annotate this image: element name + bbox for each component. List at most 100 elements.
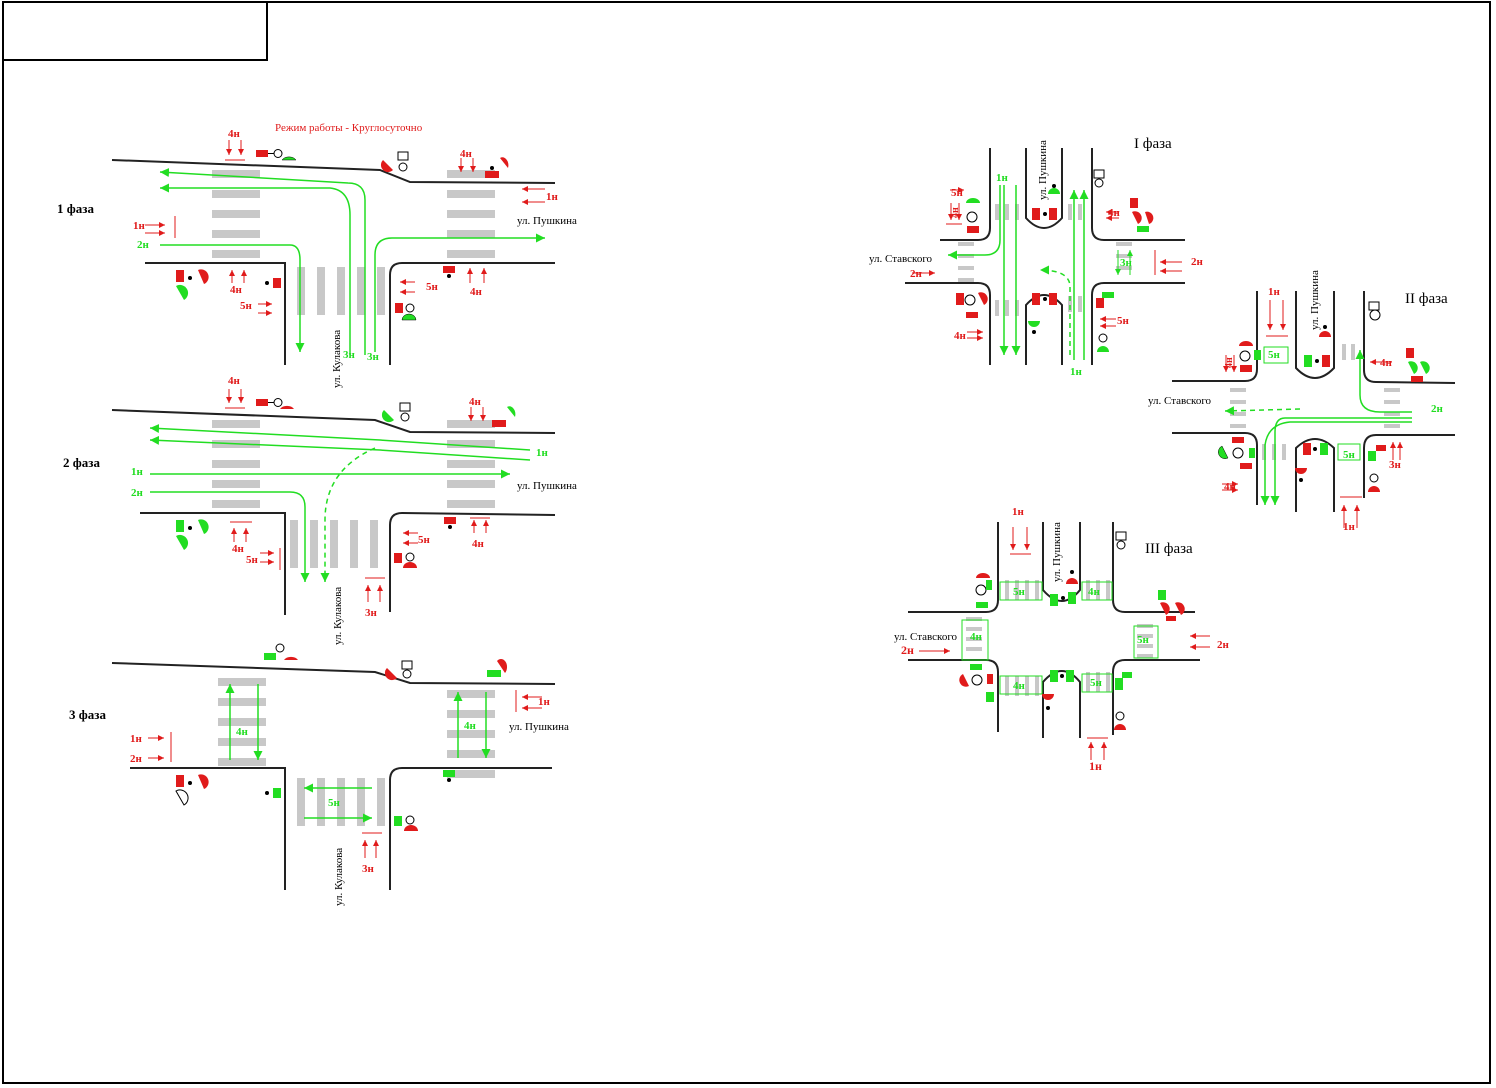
traffic-light-icon [1303, 443, 1311, 455]
traffic-light-icon [1032, 208, 1040, 220]
flow-label: 2н [1191, 256, 1204, 268]
pedestrian-light-icon [280, 405, 294, 409]
flow-label: 5н [951, 187, 964, 199]
traffic-light-icon [970, 664, 982, 670]
phase-label: III фаза [1145, 541, 1193, 557]
traffic-light-icon [1122, 672, 1132, 678]
phase-label: 3 фаза [69, 707, 106, 722]
traffic-light-icon [395, 303, 403, 313]
traffic-light-icon [255, 398, 283, 407]
phase-2-scheme: 2 фаза 4н 4н 1н 1н 2н 4н 5н 5н 4н 3н ул.… [63, 375, 577, 645]
traffic-light-icon [380, 160, 393, 173]
flow-label: 1н [1268, 286, 1281, 298]
flow-label: 1н [1089, 759, 1102, 773]
flow-label: 5н [1268, 349, 1281, 361]
traffic-light-icon [176, 775, 184, 787]
flow-label: 5н [328, 797, 341, 809]
flow-label: 1н [130, 733, 143, 745]
flow-label: 1н [1343, 521, 1356, 533]
flow-label: 4н [1013, 680, 1026, 692]
flow-label: 2н [130, 753, 143, 765]
flow-label: 3н [1120, 257, 1133, 269]
flow-label: 4н [1380, 357, 1393, 369]
crosswalk [297, 267, 385, 315]
traffic-light-icon [176, 270, 184, 282]
flow-label: 5н [426, 281, 439, 293]
street-label: ул. Пушкина [517, 215, 577, 227]
traffic-light-icon [966, 198, 980, 203]
flow-label: 2н [901, 643, 914, 657]
flow-label: 4н [1224, 357, 1235, 368]
flow-label: 2н [131, 487, 144, 499]
flow-label: 5н [418, 534, 431, 546]
traffic-light-icon [1239, 341, 1253, 346]
traffic-light-icon [444, 517, 456, 524]
traffic-light-icon [1376, 445, 1386, 451]
traffic-light-icon [492, 420, 506, 427]
crosswalk [218, 678, 266, 766]
street-label: ул. Кулакова [331, 330, 343, 388]
street-label: ул. Ставского [1148, 395, 1212, 407]
crosswalk [297, 778, 385, 826]
crosswalk [1230, 344, 1400, 460]
traffic-light-icon [1130, 198, 1138, 208]
flow-label: 1н [133, 220, 146, 232]
traffic-light-icon [176, 520, 184, 532]
flow-label: 4н [236, 726, 249, 738]
traffic-light-icon [443, 266, 455, 273]
flow-label: 4н [232, 543, 245, 555]
flow-label: 4н [950, 207, 961, 218]
street-label: ул. Пушкина [1309, 270, 1321, 330]
traffic-light-icon [1032, 293, 1040, 305]
flow-label: 4н [460, 148, 473, 160]
street-label: ул. Пушкина [1037, 140, 1049, 200]
phase-I-scheme: I фаза ул. Пушкина ул. Ставского 1н 1н 5… [869, 136, 1204, 378]
flow-label: 3н [1389, 459, 1402, 471]
flow-label: 4н [1088, 586, 1101, 598]
traffic-light-icon [1406, 348, 1414, 358]
phase-label: I фаза [1134, 136, 1172, 152]
flow-label: 3н [343, 349, 356, 361]
traffic-light-icon [264, 653, 276, 660]
street-label: ул. Пушкина [1051, 522, 1063, 582]
flow-label: 4н [472, 538, 485, 550]
traffic-light-icon [443, 770, 455, 777]
traffic-light-icon [976, 573, 990, 578]
flow-label: 2н [910, 268, 923, 280]
crosswalk [290, 520, 378, 568]
phase-1-scheme: 1 фаза 4н 4н 1н 1н 2н 4н 5н 5н 4н 3н 3н … [57, 128, 577, 388]
pedestrian-light-icon [281, 156, 297, 161]
phase-3-scheme: 3 фаза 4н 4н 5н 1н 1н 2н 3н ул. Пушкина … [69, 643, 569, 906]
flow-label: 4н [970, 631, 983, 643]
flow-label: 4н [228, 375, 241, 387]
flow-label: 4н [228, 128, 241, 140]
regime-label: Режим работы - Круглосуточно [275, 122, 423, 134]
flow-label: 5н [1013, 586, 1026, 598]
flow-label: 4н [230, 284, 243, 296]
traffic-light-icon [394, 553, 402, 563]
flow-label: 4н [469, 396, 482, 408]
flow-label: 5н [240, 300, 253, 312]
traffic-light-icon [1304, 355, 1312, 367]
flow-label: 2н [1217, 639, 1230, 651]
traffic-light-icon [487, 670, 501, 677]
street-label: ул. Пушкина [517, 480, 577, 492]
flow-label: 1н [538, 696, 551, 708]
crosswalk [966, 580, 1153, 696]
phase-III-scheme: III фаза ул. Пушкина ул. Ставского 1н 1н… [894, 506, 1230, 773]
street-label: ул. Ставского [894, 631, 958, 643]
phase-label: 2 фаза [63, 455, 100, 470]
traffic-light-icon [1158, 590, 1166, 600]
traffic-light-icon [1050, 594, 1058, 606]
phase-label: II фаза [1405, 291, 1448, 307]
controller-box-icon [397, 151, 409, 161]
flow-label: 5н [246, 554, 259, 566]
flow-label: 4н [954, 330, 967, 342]
controller-box-icon [1368, 301, 1380, 311]
traffic-light-icon [381, 410, 394, 423]
traffic-light-icon [394, 816, 402, 826]
flow-label: 5н [1117, 315, 1130, 327]
traffic-light-icon [485, 171, 499, 178]
flow-label: 2н [137, 239, 150, 251]
